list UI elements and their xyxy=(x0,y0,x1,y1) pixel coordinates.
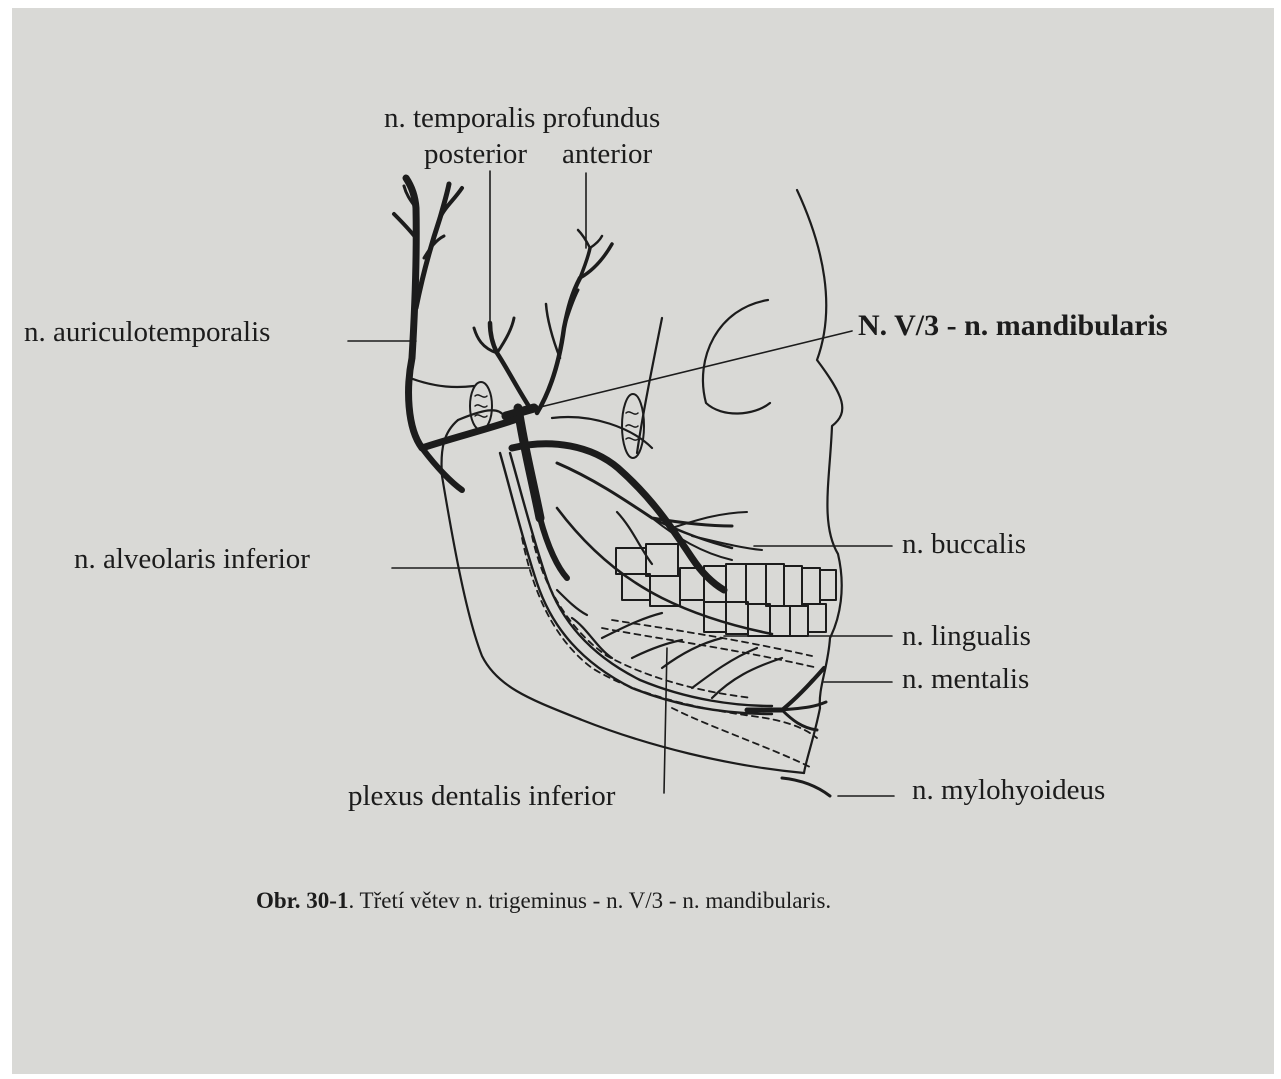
leader-lines xyxy=(348,171,894,796)
label-lingualis: n. lingualis xyxy=(902,620,1031,652)
label-alveolaris-inferior: n. alveolaris inferior xyxy=(74,543,310,575)
label-mentalis: n. mentalis xyxy=(902,663,1029,695)
label-temporalis-anterior: anterior xyxy=(562,138,652,170)
temporalis-posterior-nerve xyxy=(474,318,530,408)
label-auriculotemporalis: n. auriculotemporalis xyxy=(24,316,270,348)
figure-caption-text: . Třetí větev n. trigeminus - n. V/3 - n… xyxy=(348,888,831,913)
temporalis-anterior-nerve xyxy=(537,230,612,413)
label-temporalis-profundus: n. temporalis profundus xyxy=(384,102,660,134)
mandibular-canal xyxy=(522,536,818,768)
label-mylohyoideus: n. mylohyoideus xyxy=(912,774,1105,806)
mylohyoideus-nerve xyxy=(782,778,830,796)
label-mandibularis: N. V/3 - n. mandibularis xyxy=(858,310,1168,342)
book-page: n. temporalis profundus posterior anteri… xyxy=(12,8,1274,1074)
auriculotemporalis-nerve xyxy=(394,178,520,490)
figure-caption: Obr. 30-1. Třetí větev n. trigeminus - n… xyxy=(256,888,831,914)
label-buccalis: n. buccalis xyxy=(902,528,1026,560)
label-plexus-dentalis: plexus dentalis inferior xyxy=(348,780,615,812)
figure-number: Obr. 30-1 xyxy=(256,888,348,913)
mentalis-nerve xyxy=(747,668,826,730)
label-temporalis-posterior: posterior xyxy=(424,138,527,170)
